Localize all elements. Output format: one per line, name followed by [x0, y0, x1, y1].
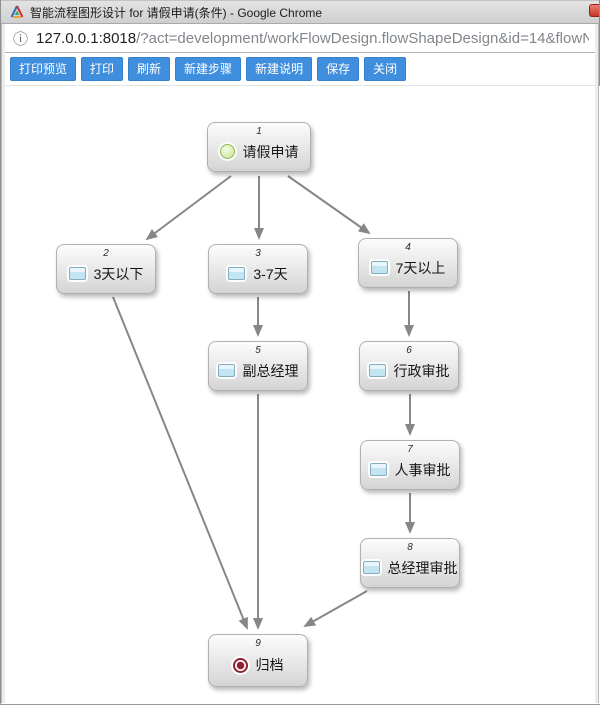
flow-node-1[interactable]: 1 请假申请 — [207, 122, 311, 172]
step-node-icon — [370, 261, 388, 274]
flow-edge-2-9 — [112, 296, 248, 630]
flow-edges-layer — [112, 175, 415, 630]
node-label: 7天以上 — [395, 259, 446, 276]
step-node-icon — [368, 364, 386, 377]
node-number: 8 — [407, 542, 413, 553]
node-label: 副总经理 — [242, 362, 299, 379]
step-node-icon — [228, 267, 246, 280]
url-host: 127.0.0.1:8018 — [36, 29, 137, 47]
close-icon[interactable] — [589, 4, 599, 17]
flow-node-9[interactable]: 9 归档 — [208, 634, 308, 687]
node-label: 3-7天 — [253, 265, 288, 282]
node-label: 请假申请 — [242, 143, 299, 160]
node-number: 3 — [255, 248, 261, 259]
url-path: /?act=development/workFlowDesign.flowSha… — [136, 29, 589, 47]
flow-node-3[interactable]: 3 3-7天 — [208, 244, 308, 294]
node-label: 总经理审批 — [387, 559, 458, 576]
toolbar-button-print[interactable]: 打印 — [81, 56, 124, 82]
flow-edge-1-2 — [145, 175, 232, 241]
node-label: 人事审批 — [394, 461, 451, 478]
step-node-icon — [217, 364, 235, 377]
toolbar-button-new-step[interactable]: 新建步骤 — [175, 56, 242, 82]
step-node-icon — [68, 267, 86, 280]
node-number: 5 — [255, 345, 261, 356]
toolbar-button-print-preview[interactable]: 打印预览 — [10, 56, 77, 82]
start-node-icon — [219, 144, 235, 159]
node-number: 6 — [406, 345, 412, 356]
node-label: 3天以下 — [93, 265, 144, 282]
toolbar-button-refresh[interactable]: 刷新 — [128, 56, 171, 82]
node-number: 1 — [256, 126, 262, 137]
node-number: 7 — [407, 444, 413, 455]
flow-node-5[interactable]: 5 副总经理 — [208, 341, 308, 391]
node-number: 9 — [255, 638, 261, 649]
title-bar: 智能流程图形设计 for 请假申请(条件) - Google Chrome — [1, 0, 599, 24]
flow-edge-1-4 — [287, 175, 371, 235]
flow-node-7[interactable]: 7 人事审批 — [360, 440, 460, 490]
url-text[interactable]: 127.0.0.1:8018/?act=development/workFlow… — [36, 30, 589, 47]
node-label: 归档 — [255, 657, 284, 673]
toolbar-button-close[interactable]: 关闭 — [364, 56, 407, 82]
step-node-icon — [362, 561, 380, 574]
end-node-icon — [232, 657, 248, 673]
info-icon[interactable]: ⓘ — [13, 30, 29, 48]
address-bar[interactable]: ⓘ 127.0.0.1:8018/?act=development/workFl… — [1, 24, 599, 53]
app-logo-icon — [9, 4, 25, 20]
toolbar-button-save[interactable]: 保存 — [317, 56, 360, 82]
node-number: 2 — [103, 248, 109, 259]
node-label: 行政审批 — [393, 362, 450, 379]
toolbar: 打印预览打印刷新新建步骤新建说明保存关闭 — [1, 53, 599, 86]
flow-node-4[interactable]: 4 7天以上 — [358, 238, 458, 288]
node-number: 4 — [405, 242, 411, 253]
toolbar-button-new-note[interactable]: 新建说明 — [246, 56, 313, 82]
step-node-icon — [369, 463, 387, 476]
flow-node-6[interactable]: 6 行政审批 — [359, 341, 459, 391]
flow-node-2[interactable]: 2 3天以下 — [56, 244, 156, 294]
flow-edge-8-9 — [303, 590, 368, 627]
flow-node-8[interactable]: 8 总经理审批 — [360, 538, 460, 588]
flow-canvas[interactable]: 1 请假申请 2 3天以下 3 3-7天 4 7天以上 5 副总经理 6 行政审批 7 人事审批 8 总经理审… — [1, 86, 600, 704]
window-title: 智能流程图形设计 for 请假申请(条件) - Google Chrome — [30, 5, 323, 20]
